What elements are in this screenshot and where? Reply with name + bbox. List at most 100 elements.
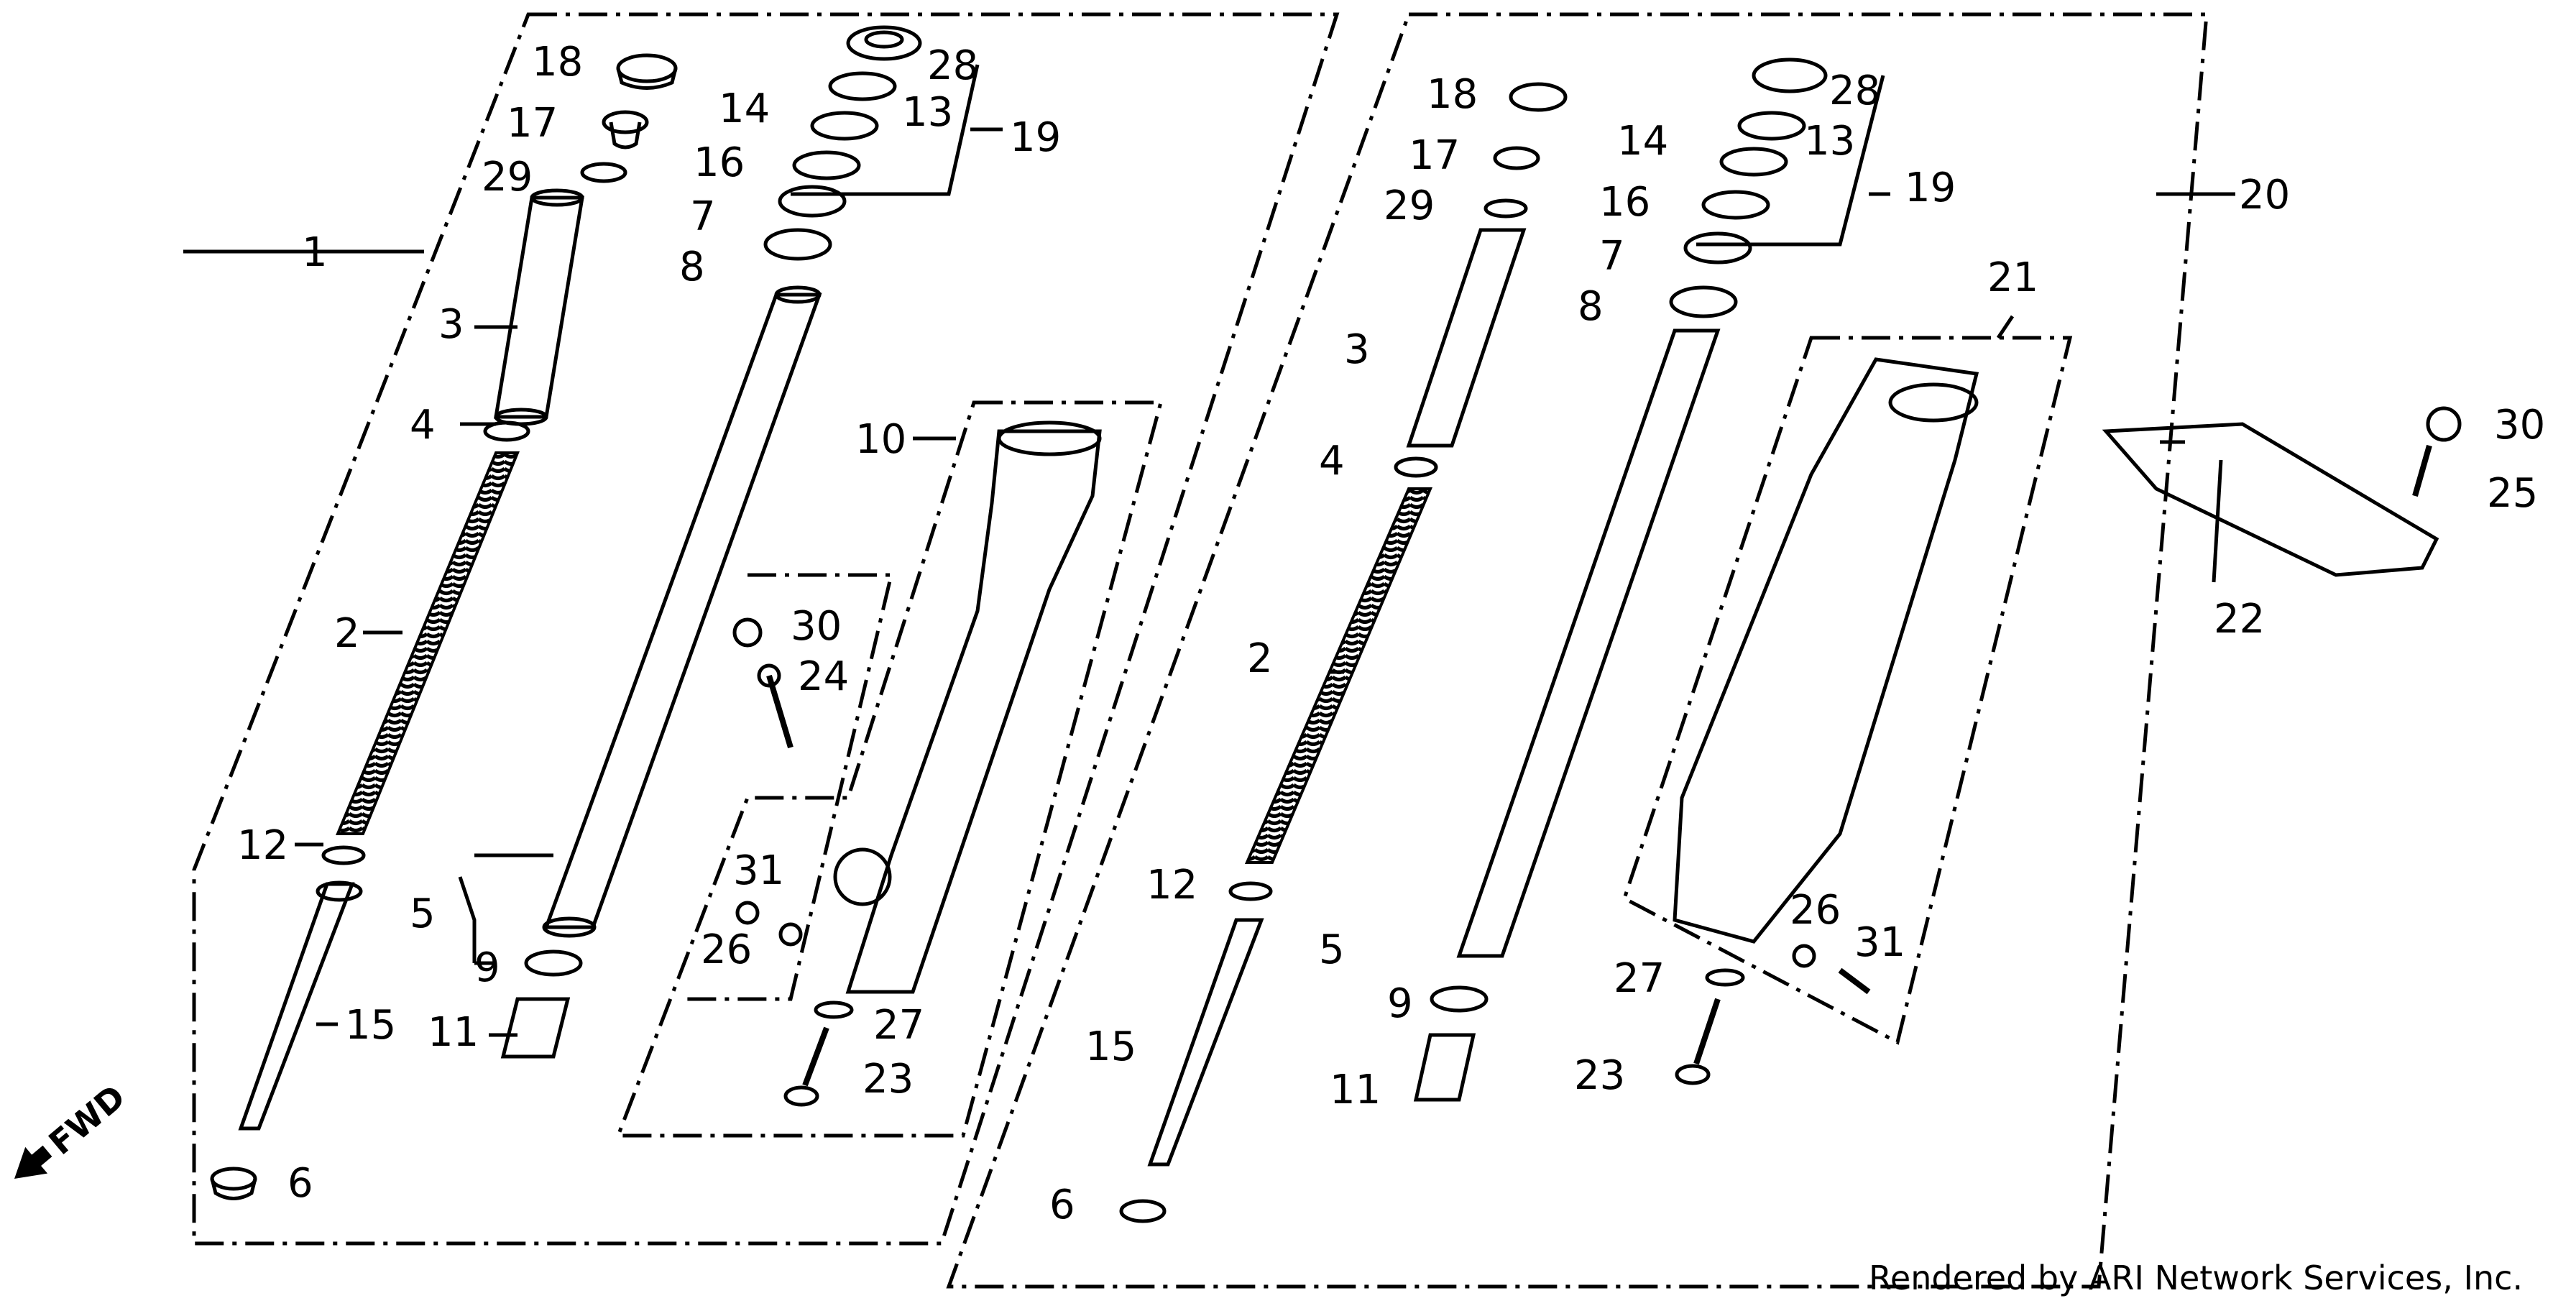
part-13-ring xyxy=(828,71,897,101)
part-6-piece xyxy=(1119,1199,1167,1223)
callout-17: 17 xyxy=(1409,132,1460,179)
callout-18: 18 xyxy=(532,39,583,86)
callout-8: 8 xyxy=(1578,283,1604,330)
part-2-spring xyxy=(336,451,520,835)
part-30-cap xyxy=(732,617,763,648)
part-16-ring xyxy=(1701,190,1770,220)
callout-16: 16 xyxy=(1599,179,1650,226)
right-boundary xyxy=(946,12,2209,1289)
callout-19: 19 xyxy=(1905,165,1956,211)
part-11-piece xyxy=(1413,1033,1476,1102)
callout-11: 11 xyxy=(428,1009,479,1056)
callout-7: 7 xyxy=(1599,233,1625,280)
left-callouts: 18 17 29 1 3 4 2 12 15 6 28 14 13 19 16 … xyxy=(237,39,1061,1207)
callout-28: 28 xyxy=(1829,68,1880,114)
callout-29: 29 xyxy=(482,154,533,201)
part-11-piece xyxy=(500,997,571,1059)
callout-20: 20 xyxy=(2239,172,2290,218)
part-12-ring xyxy=(1228,881,1273,901)
part-16-ring xyxy=(792,150,861,180)
part-27-washer xyxy=(814,1000,854,1019)
callout-4: 4 xyxy=(410,402,436,448)
callout-26: 26 xyxy=(1790,887,1841,934)
part-4-seat xyxy=(1394,456,1438,478)
callout-24: 24 xyxy=(798,653,849,700)
part-29-oring xyxy=(1484,198,1528,218)
part-2-spring xyxy=(1244,487,1433,864)
callout-22: 22 xyxy=(2214,596,2265,643)
callout-19: 19 xyxy=(1010,114,1061,161)
part-18-cap xyxy=(1509,82,1568,112)
callout-13: 13 xyxy=(1804,118,1855,165)
callout-14: 14 xyxy=(719,86,770,132)
credit-text: Rendered by ARI Network Services, Inc. xyxy=(1869,1259,2524,1297)
callout-13: 13 xyxy=(902,89,953,136)
part-29-oring xyxy=(580,162,627,183)
part-23-bolt xyxy=(1693,998,1721,1065)
part-13-ring xyxy=(1737,111,1806,141)
part-15-rod xyxy=(238,882,355,1131)
part-8-bush xyxy=(763,228,832,261)
part-3-spacer xyxy=(1406,228,1527,448)
part-26-washer xyxy=(778,922,803,947)
part-5-inner-tube xyxy=(543,293,822,929)
left-bolt-boundary xyxy=(683,573,894,1001)
fwd-arrow-icon xyxy=(14,1145,52,1179)
callout-31: 31 xyxy=(733,847,784,894)
right-callouts: 18 17 29 3 4 2 12 15 6 28 14 13 19 16 7 … xyxy=(1049,68,2545,1228)
part-31-bolt xyxy=(1838,967,1871,995)
part-27-washer xyxy=(1705,968,1745,987)
callout-26: 26 xyxy=(701,926,752,973)
left-assembly xyxy=(183,12,1340,1246)
part-31-bolt xyxy=(735,901,760,925)
callout-28: 28 xyxy=(927,42,978,89)
part-9-piece xyxy=(1430,985,1489,1013)
part-9-piece xyxy=(524,949,583,977)
callout-10: 10 xyxy=(855,416,906,463)
callout-2: 2 xyxy=(1247,635,1273,682)
callout-9: 9 xyxy=(474,944,500,991)
part-8-bush xyxy=(1669,285,1738,318)
callout-1: 1 xyxy=(302,229,328,276)
callout-15: 15 xyxy=(345,1002,396,1049)
part-3-spacer xyxy=(494,196,584,419)
part-24-bolt xyxy=(766,674,794,749)
callout-30: 30 xyxy=(2494,402,2545,448)
part-28-seal xyxy=(1752,58,1828,93)
part-7-seal xyxy=(778,185,847,218)
part-23-bolt xyxy=(802,1026,829,1087)
callout-4: 4 xyxy=(1319,438,1345,484)
callout-17: 17 xyxy=(507,100,558,147)
part-14-ring xyxy=(1719,147,1788,177)
callout-27: 27 xyxy=(1614,955,1665,1002)
callout-8: 8 xyxy=(679,244,705,290)
callout-3: 3 xyxy=(1344,326,1370,373)
callout-7: 7 xyxy=(690,193,716,240)
part-18-cap xyxy=(616,53,678,83)
callout-5: 5 xyxy=(1319,926,1345,973)
callout-25: 25 xyxy=(2487,470,2538,517)
callout-9: 9 xyxy=(1387,980,1413,1027)
left-boundary xyxy=(192,12,1340,1246)
part-17-bolt xyxy=(602,110,649,134)
right-assembly xyxy=(946,12,2462,1289)
part-30-cap xyxy=(2426,406,2462,442)
callout-12: 12 xyxy=(1146,862,1197,908)
callout-11: 11 xyxy=(1330,1067,1381,1113)
part-14-ring xyxy=(810,111,879,141)
right-inner-boundary xyxy=(1622,336,2073,1045)
part-12-ring xyxy=(321,845,366,865)
callout-16: 16 xyxy=(694,139,745,186)
part-6-piece xyxy=(210,1167,257,1191)
part-22-plate xyxy=(2102,422,2439,577)
fwd-label: FWD xyxy=(42,1077,133,1162)
callout-27: 27 xyxy=(873,1002,924,1049)
callout-18: 18 xyxy=(1427,71,1478,118)
callout-31: 31 xyxy=(1854,919,1905,966)
callout-6: 6 xyxy=(288,1160,313,1207)
part-28-seal xyxy=(846,25,922,61)
callout-12: 12 xyxy=(237,822,288,869)
fwd-indicator: FWD xyxy=(14,1077,133,1179)
part-25-bolt xyxy=(2412,444,2432,497)
